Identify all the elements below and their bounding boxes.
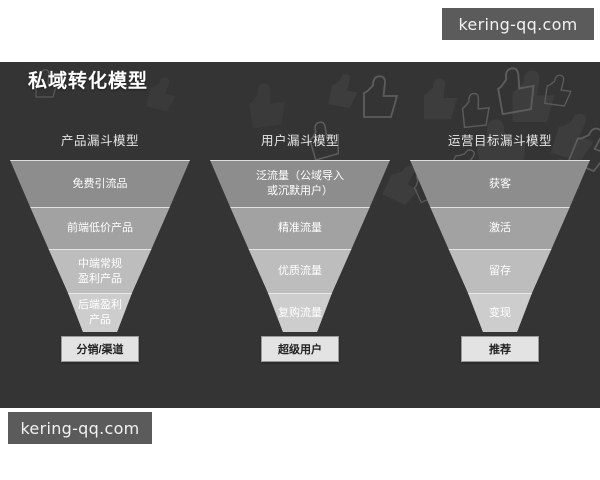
funnel-footer-user[interactable]: 超级用户 [261, 336, 339, 362]
funnel-body-user: 泛流量（公域导入或沉默用户） 精准流量 优质流量 复购流量 超级用户 [210, 160, 390, 362]
funnel-stage[interactable]: 变现 [467, 293, 533, 332]
watermark-bottom: kering-qq.com [8, 412, 152, 444]
funnel-stage-label: 获客 [489, 177, 511, 190]
funnel-footer-operation[interactable]: 推荐 [461, 336, 539, 362]
funnel-stage[interactable]: 中端常规盈利产品 [48, 249, 152, 293]
funnel-stage[interactable]: 优质流量 [248, 249, 352, 293]
funnel-operation: 运营目标漏斗模型 获客 激活 留存 变现 推荐 [400, 130, 600, 380]
panel-title-group: 私域转化模型 [26, 69, 149, 98]
funnel-stage[interactable]: 获客 [410, 160, 590, 207]
funnel-stage-label: 变现 [489, 306, 511, 319]
watermark-top-text: kering-qq.com [458, 14, 578, 34]
funnel-stage[interactable]: 精准流量 [230, 207, 370, 249]
funnel-stage-label: 后端盈利产品 [78, 299, 122, 326]
thumbs-up-icon [35, 69, 58, 98]
funnel-footer-product[interactable]: 分销/渠道 [61, 336, 139, 362]
funnel-title-user: 用户漏斗模型 [260, 134, 339, 148]
funnel-stage[interactable]: 激活 [430, 207, 570, 249]
funnel-stage[interactable]: 免费引流品 [10, 160, 190, 207]
funnels-container: 产品漏斗模型 免费引流品 前端低价产品 中端常规盈利产品 后端盈利产品 分销/渠… [0, 130, 600, 380]
funnel-body-operation: 获客 激活 留存 变现 推荐 [410, 160, 590, 362]
funnel-stage-label: 免费引流品 [72, 177, 128, 190]
funnel-stage-label: 优质流量 [278, 265, 322, 278]
funnel-stage-label: 激活 [489, 222, 511, 235]
funnel-title-operation: 运营目标漏斗模型 [447, 134, 552, 148]
funnel-stage-label: 复购流量 [278, 306, 322, 319]
funnel-title-product: 产品漏斗模型 [60, 134, 139, 148]
funnel-body-product: 免费引流品 前端低价产品 中端常规盈利产品 后端盈利产品 分销/渠道 [10, 160, 190, 362]
funnel-product: 产品漏斗模型 免费引流品 前端低价产品 中端常规盈利产品 后端盈利产品 分销/渠… [0, 130, 200, 380]
funnel-stage[interactable]: 留存 [448, 249, 552, 293]
funnel-stage[interactable]: 复购流量 [267, 293, 333, 332]
watermark-top: kering-qq.com [442, 8, 594, 40]
funnel-stage[interactable]: 后端盈利产品 [67, 293, 133, 332]
funnel-user: 用户漏斗模型 泛流量（公域导入或沉默用户） 精准流量 优质流量 复购流量 超级用… [200, 130, 400, 380]
funnel-stage-label: 留存 [489, 265, 511, 278]
funnel-stage-label: 精准流量 [278, 222, 322, 235]
funnel-stage[interactable]: 前端低价产品 [30, 207, 170, 249]
watermark-bottom-text: kering-qq.com [20, 418, 140, 438]
funnel-stage[interactable]: 泛流量（公域导入或沉默用户） [210, 160, 390, 207]
funnel-stage-label: 前端低价产品 [67, 222, 133, 235]
funnel-stage-label: 泛流量（公域导入或沉默用户） [256, 170, 344, 197]
page-title: 私域转化模型 [28, 71, 149, 92]
funnel-stage-label: 中端常规盈利产品 [78, 257, 122, 285]
